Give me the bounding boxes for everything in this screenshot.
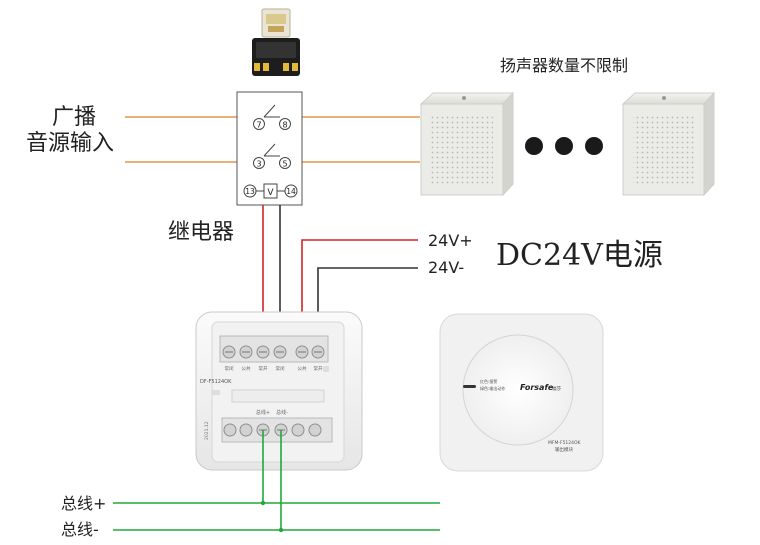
- ellipsis-dot: [555, 137, 573, 155]
- relay-schematic: 7 8 3 5 13 14 V: [236, 91, 303, 206]
- broadcast-input-label-line1: 广播: [52, 105, 97, 130]
- bus-minus-terminal-label: 总线-: [276, 409, 288, 416]
- dc-power-title: DC24V电源: [496, 238, 663, 273]
- bus-minus-label: 总线-: [61, 520, 99, 539]
- relay-coil-mark: V: [267, 188, 274, 198]
- relay-coil-14: 14: [286, 187, 296, 196]
- module-front-brand-suffix: 福莎: [552, 385, 561, 392]
- module-base-model: DF-F5124OK: [200, 379, 232, 385]
- module-front-type: 输出模块: [555, 446, 573, 453]
- relay-contact-8: 8: [282, 121, 287, 130]
- module-front-indicator-line1: 红色:报警: [480, 378, 497, 384]
- terminal-label-5: 公共: [298, 365, 307, 372]
- speaker-left: [419, 91, 515, 197]
- terminal-label-3: 常开: [259, 365, 268, 372]
- module-front-indicator-line2: 绿色:输出动作: [480, 385, 505, 391]
- power-wire-plus: [301, 239, 418, 341]
- module-base-side-mark: 2021.12: [204, 421, 210, 440]
- terminal-label-6: 常开: [314, 365, 323, 372]
- power-minus-label: 24V-: [428, 258, 465, 277]
- module-base: 常闭 公共 常开 常闭 公共 常开 DF-F5124OK 2021.12 总线+…: [195, 311, 363, 471]
- broadcast-input-label-line2: 音源输入: [26, 131, 115, 156]
- relay-photo: [252, 8, 300, 76]
- relay-contact-3: 3: [256, 160, 261, 169]
- bus-plus-label: 总线+: [61, 494, 107, 513]
- terminal-label-2: 公共: [242, 365, 251, 372]
- relay-contact-7: 7: [256, 121, 261, 130]
- module-front-model: MFM-F5124OK: [548, 440, 582, 446]
- relay-label: 继电器: [168, 220, 235, 245]
- bottom-terminal-screws: [223, 423, 322, 437]
- ellipsis-dot: [525, 137, 543, 155]
- relay-contact-5: 5: [282, 160, 287, 169]
- terminal-label-4: 常闭: [276, 365, 285, 372]
- ellipsis-dot: [585, 137, 603, 155]
- power-plus-label: 24V+: [428, 231, 473, 250]
- speaker-right: [621, 91, 716, 197]
- speaker-count-note: 扬声器数量不限制: [500, 56, 629, 75]
- module-front-brand: Forsafe: [520, 383, 554, 392]
- relay-coil-13: 13: [245, 187, 255, 196]
- bus-plus-terminal-label: 总线+: [256, 409, 270, 416]
- module-front: 红色:报警 绿色:输出动作 Forsafe 福莎 MFM-F5124OK 输出模…: [439, 313, 604, 472]
- top-terminal-screws: [222, 345, 325, 359]
- terminal-label-1: 常闭: [225, 365, 234, 372]
